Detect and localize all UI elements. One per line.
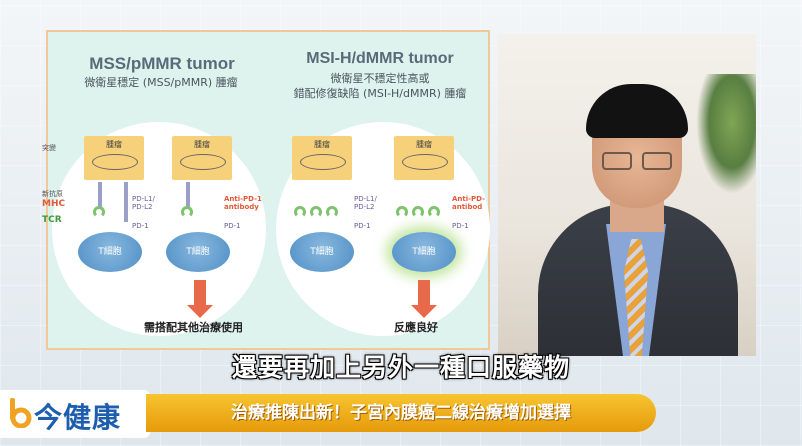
dna-icon (402, 154, 448, 170)
down-arrow-icon (411, 280, 437, 318)
plant-image (696, 74, 756, 194)
left-tcell-2: T細胞 (166, 232, 230, 272)
glasses-icon (602, 152, 632, 170)
down-arrow-icon (187, 280, 213, 318)
headline-text: 治療推陳出新！子宮內膜癌二線治療增加選擇 (231, 403, 571, 423)
tcr-receptor (93, 206, 105, 218)
presenter-video (498, 34, 756, 356)
anti-pd1-label: Anti-PD-1 antibody (224, 195, 262, 211)
pd1-label-a: PD-1 (132, 222, 149, 230)
tcr-receptor (310, 206, 322, 218)
right-panel-title: MSI-H/dMMR tumor (306, 50, 454, 67)
right-anti-label: Anti-PD- antibod (452, 195, 486, 211)
right-tcell-1: T細胞 (290, 232, 354, 272)
presenter-hair (586, 84, 688, 138)
tcr-receptor (428, 206, 440, 218)
tcr-receptor (294, 206, 306, 218)
pdl-label: PD-L1/ PD-L2 (132, 195, 155, 211)
dna-icon (180, 154, 226, 170)
tcr-label: TCR (42, 215, 62, 225)
tcr-receptor (326, 206, 338, 218)
brand-logo: 今健康 (0, 390, 150, 438)
diagram-slide: MSS/pMMR tumor 微衛星穩定 (MSS/pMMR) 腫瘤 腫瘤 腫瘤… (42, 30, 490, 350)
mhc-label: MHC (42, 199, 66, 209)
mutation-label: 突變 (42, 144, 56, 152)
left-panel-title: MSS/pMMR tumor (89, 54, 235, 73)
right-pdl-label: PD-L1/ PD-L2 (354, 195, 377, 211)
pd-stem (124, 182, 128, 222)
tcr-receptor (396, 206, 408, 218)
right-tumor-2: 腫瘤 (394, 136, 454, 180)
video-subtitle: 還要再加上另外一種口服藥物 (231, 353, 570, 382)
antigen-label: 新抗原 (42, 190, 63, 198)
glasses-icon (642, 152, 672, 170)
tcr-receptor (412, 206, 424, 218)
dna-icon (92, 154, 138, 170)
left-tumor-1: 腫瘤 (84, 136, 144, 180)
brand-logo-icon (10, 398, 32, 428)
tcr-receptor (181, 206, 193, 218)
right-result: 反應良好 (394, 321, 438, 334)
right-panel-subtitle-2: 錯配修復缺陷 (MSI-H/dMMR) 腫瘤 (293, 87, 467, 100)
receptor-stem (98, 182, 102, 208)
left-tcell-1: T細胞 (78, 232, 142, 272)
dna-icon (300, 154, 346, 170)
right-pd1-label-a: PD-1 (354, 222, 371, 230)
receptor-stem (186, 182, 190, 208)
right-tcell-2: T細胞 (392, 232, 456, 272)
headline-banner: 治療推陳出新！子宮內膜癌二線治療增加選擇 (146, 394, 656, 432)
left-panel-subtitle: 微衛星穩定 (MSS/pMMR) 腫瘤 (84, 76, 238, 89)
pd1-label-b: PD-1 (224, 222, 241, 230)
left-tumor-2: 腫瘤 (172, 136, 232, 180)
brand-name: 今健康 (34, 401, 122, 434)
right-pd1-label-b: PD-1 (452, 222, 469, 230)
left-result: 需搭配其他治療使用 (144, 321, 243, 334)
right-tumor-1: 腫瘤 (292, 136, 352, 180)
right-panel-subtitle-1: 微衛星不穩定性高或 (330, 72, 430, 85)
